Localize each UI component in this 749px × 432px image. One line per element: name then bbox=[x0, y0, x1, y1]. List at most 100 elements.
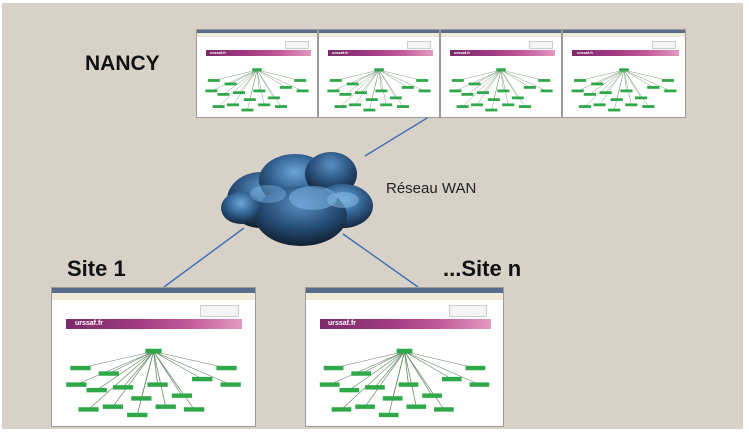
tree-node bbox=[66, 382, 87, 387]
tree-node bbox=[131, 396, 152, 401]
window-menubar bbox=[306, 293, 503, 300]
window-titlebar bbox=[197, 30, 317, 33]
tree-node bbox=[461, 92, 474, 96]
tree-node bbox=[112, 385, 134, 390]
tree-node bbox=[583, 92, 596, 96]
banner-logo: urssaf.fr bbox=[210, 50, 227, 55]
banner-logo: urssaf.fr bbox=[328, 320, 357, 327]
tree-node bbox=[608, 108, 621, 112]
tree-node bbox=[86, 387, 107, 393]
nancy-screen-2: urssaf.fr bbox=[318, 29, 440, 118]
tree-node bbox=[365, 98, 378, 101]
site-banner bbox=[572, 50, 679, 56]
login-box bbox=[200, 305, 239, 317]
window-menubar bbox=[52, 293, 255, 300]
tree-node bbox=[578, 105, 592, 108]
tree-node bbox=[456, 105, 469, 108]
wan-label: Réseau WAN bbox=[386, 180, 477, 197]
tree-node bbox=[375, 89, 388, 93]
tree-node bbox=[227, 103, 239, 107]
nancy-label: NANCY bbox=[85, 52, 160, 75]
siten-label: ...Site n bbox=[443, 256, 522, 281]
tree-node bbox=[207, 79, 220, 82]
tree-node bbox=[418, 89, 431, 93]
tree-node bbox=[243, 98, 256, 101]
tree-node bbox=[625, 103, 638, 107]
tree-node bbox=[416, 79, 429, 82]
link-cloud-siten bbox=[342, 233, 419, 288]
tree-node bbox=[329, 79, 342, 82]
site-banner bbox=[328, 50, 433, 56]
tree-node bbox=[434, 407, 454, 412]
tree-node bbox=[365, 385, 385, 390]
site-banner bbox=[320, 319, 491, 329]
tree-node bbox=[183, 407, 205, 412]
window-titlebar bbox=[52, 288, 255, 293]
tree-node bbox=[339, 387, 360, 393]
tree-node bbox=[363, 108, 376, 112]
tree-node bbox=[380, 103, 393, 107]
nancy-screen-4: urssaf.fr bbox=[562, 29, 686, 118]
banner-logo: urssaf.fr bbox=[577, 50, 594, 55]
tree-node bbox=[397, 105, 409, 108]
tree-node bbox=[296, 89, 309, 93]
tree-node bbox=[591, 82, 604, 86]
tree-node bbox=[599, 91, 612, 95]
banner-logo: urssaf.fr bbox=[75, 320, 104, 327]
tree-root-node bbox=[252, 68, 262, 72]
tree-node bbox=[127, 412, 148, 418]
tree-node bbox=[331, 407, 352, 412]
tree-node bbox=[258, 103, 271, 107]
tree-node bbox=[253, 89, 266, 93]
tree-root-node bbox=[374, 68, 384, 72]
tree-node bbox=[327, 89, 340, 93]
link-cloud-site1 bbox=[163, 227, 245, 288]
tree-node bbox=[349, 103, 361, 107]
site1-screen: urssaf.fr bbox=[51, 287, 256, 427]
login-box bbox=[449, 305, 487, 317]
tree-node bbox=[355, 91, 367, 95]
tree-node bbox=[205, 89, 218, 93]
site-tree-map bbox=[319, 348, 490, 418]
site-tree-map bbox=[327, 68, 431, 112]
tree-node bbox=[70, 365, 91, 371]
tree-node bbox=[593, 103, 606, 107]
tree-node bbox=[511, 96, 524, 100]
tree-node bbox=[664, 89, 677, 93]
tree-node bbox=[389, 96, 402, 100]
tree-node bbox=[502, 103, 515, 107]
tree-node bbox=[216, 365, 237, 371]
window-menubar bbox=[441, 33, 561, 37]
tree-node bbox=[406, 404, 427, 409]
tree-node bbox=[422, 393, 442, 398]
nancy-screen-1: urssaf.fr bbox=[196, 29, 318, 118]
tree-root-node bbox=[619, 68, 629, 72]
window-titlebar bbox=[306, 288, 503, 293]
site-tree-map bbox=[449, 68, 553, 112]
link-nancy-cloud bbox=[364, 114, 433, 157]
tree-root-node bbox=[396, 348, 413, 354]
tree-node bbox=[468, 82, 481, 86]
tree-node bbox=[451, 79, 464, 82]
tree-node bbox=[339, 92, 352, 96]
site-tree-map bbox=[66, 348, 241, 418]
tree-node bbox=[212, 105, 225, 108]
tree-node bbox=[441, 376, 462, 382]
tree-node bbox=[398, 382, 419, 387]
tree-node bbox=[192, 376, 213, 382]
tree-root-node bbox=[145, 348, 162, 354]
tree-node bbox=[401, 86, 414, 89]
tree-node bbox=[346, 82, 359, 86]
tree-node bbox=[469, 382, 490, 387]
tree-node bbox=[449, 89, 462, 93]
tree-node bbox=[147, 382, 168, 387]
tree-root-node bbox=[496, 68, 506, 72]
tree-node bbox=[610, 98, 623, 101]
login-box bbox=[285, 41, 309, 49]
tree-node bbox=[241, 108, 254, 112]
tree-node bbox=[98, 371, 119, 376]
nancy-screen-3: urssaf.fr bbox=[440, 29, 562, 118]
window-menubar bbox=[319, 33, 439, 37]
